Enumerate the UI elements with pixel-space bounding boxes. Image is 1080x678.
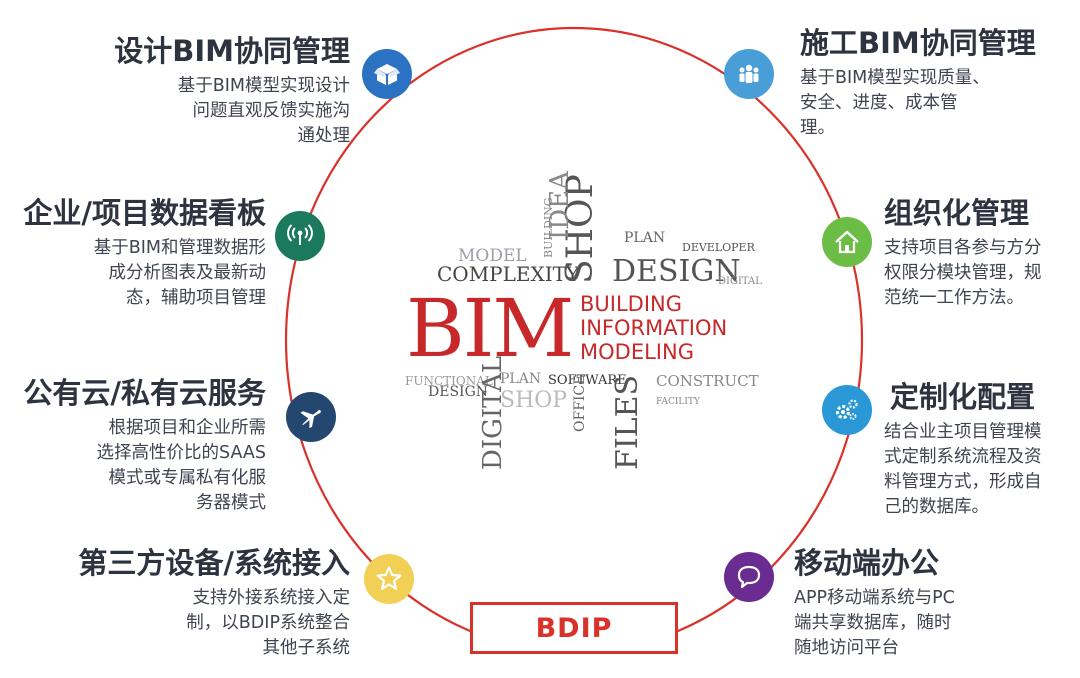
word-plan: PLAN bbox=[624, 230, 666, 246]
feature-desc: 结合业主项目管理模 式定制系统流程及资 料管理方式，形成自 己的数据库。 bbox=[884, 422, 1042, 517]
feature-data: 企业/项目数据看板 基于BIM和管理数据形 成分析图表及最新动 态，辅助项目管理 bbox=[0, 196, 266, 311]
feature-desc: 支持项目各参与方分 权限分模块管理，规 范统一工作方法。 bbox=[884, 238, 1042, 308]
feature-custom: 定制化配置 结合业主项目管理模 式定制系统流程及资 料管理方式，形成自 己的数据… bbox=[884, 380, 1074, 520]
feature-title: 组织化管理 bbox=[884, 196, 1030, 230]
feature-title: 定制化配置 bbox=[890, 380, 1036, 414]
word-facility: FACILITY bbox=[656, 397, 700, 407]
word-design-small: DESIGN bbox=[428, 384, 488, 400]
bdip-badge-label: BDIP bbox=[535, 612, 613, 644]
feature-mobile: 移动端办公 APP移动端系统与PC 端共享数据库，随时 随地访问平台 bbox=[794, 546, 1034, 661]
feature-desc: 基于BIM模型实现质量、 安全、进度、成本管 理。 bbox=[800, 68, 990, 138]
feature-cloud: 公有云/私有云服务 根据项目和企业所需 选择高性价比的SAAS 模式或专属私有化… bbox=[0, 376, 266, 516]
home-icon bbox=[822, 217, 872, 267]
signal-icon bbox=[275, 211, 325, 261]
word-building-vertical: BUILDING bbox=[542, 197, 555, 258]
gears-icon bbox=[822, 385, 872, 435]
feature-org: 组织化管理 支持项目各参与方分 权限分模块管理，规 范统一工作方法。 bbox=[884, 196, 1074, 311]
feature-desc: 基于BIM和管理数据形 成分析图表及最新动 态，辅助项目管理 bbox=[93, 238, 266, 308]
star-icon bbox=[364, 554, 414, 604]
people-icon bbox=[724, 49, 774, 99]
feature-design: 设计BIM协同管理 基于BIM模型实现设计 问题直观反馈实施沟 通处理 bbox=[60, 34, 350, 149]
word-design: DESIGN bbox=[612, 254, 741, 289]
feature-title: 公有云/私有云服务 bbox=[23, 376, 266, 410]
feature-title: 施工BIM协同管理 bbox=[800, 26, 1036, 60]
bim-line-information: INFORMATION bbox=[580, 316, 728, 340]
feature-desc: 基于BIM模型实现设计 问题直观反馈实施沟 通处理 bbox=[177, 76, 350, 146]
feature-thirdparty: 第三方设备/系统接入 支持外接系统接入定 制，以BDIP系统整合 其他子系统 bbox=[30, 546, 350, 661]
bim-line-building: BUILDING bbox=[580, 292, 683, 316]
word-shop-small: SHOP bbox=[500, 388, 568, 413]
word-software: SOFTWARE bbox=[548, 373, 627, 388]
feature-desc: 根据项目和企业所需 选择高性价比的SAAS 模式或专属私有化服 务器模式 bbox=[96, 418, 266, 513]
chat-icon bbox=[724, 552, 774, 602]
word-developer: DEVELOPER bbox=[682, 241, 755, 254]
box-icon bbox=[362, 49, 412, 99]
feature-title: 第三方设备/系统接入 bbox=[78, 546, 350, 580]
word-model: MODEL bbox=[458, 246, 527, 266]
word-digital-small: DIGITAL bbox=[718, 276, 762, 287]
feature-construction: 施工BIM协同管理 基于BIM模型实现质量、 安全、进度、成本管 理。 bbox=[800, 26, 1070, 141]
feature-title: 移动端办公 bbox=[794, 546, 940, 580]
word-functional: FUNCTIONAL bbox=[405, 374, 493, 388]
word-office-vertical: OFFICE bbox=[572, 374, 588, 432]
feature-title: 企业/项目数据看板 bbox=[23, 196, 266, 230]
word-complexity: COMPLEXITY bbox=[437, 262, 580, 286]
word-files-vertical: FILES bbox=[610, 374, 645, 470]
bim-line-modeling: MODELING bbox=[580, 340, 694, 364]
bdip-badge: BDIP bbox=[470, 602, 678, 654]
feature-desc: APP移动端系统与PC 端共享数据库，随时 随地访问平台 bbox=[794, 588, 955, 658]
feature-title: 设计BIM协同管理 bbox=[114, 34, 350, 68]
word-plan-small: PLAN bbox=[500, 371, 542, 387]
feature-desc: 支持外接系统接入定 制，以BDIP系统整合 其他子系统 bbox=[186, 588, 350, 658]
plane-icon bbox=[286, 392, 336, 442]
bim-main: BIM bbox=[406, 282, 574, 375]
word-construct: CONSTRUCT bbox=[656, 372, 759, 390]
